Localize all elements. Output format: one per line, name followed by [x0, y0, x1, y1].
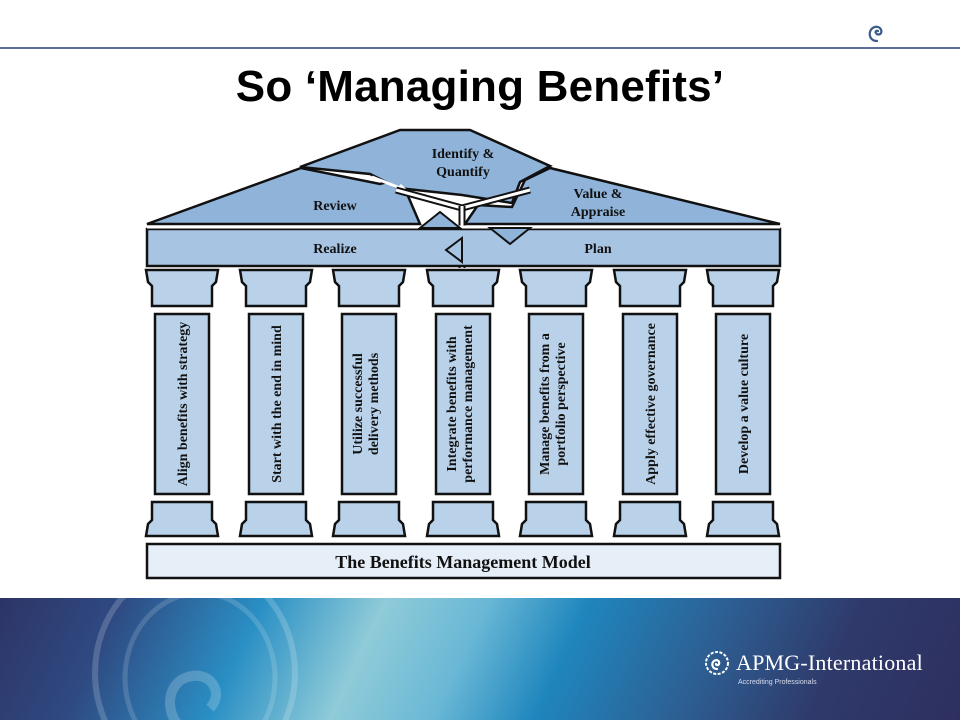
- base-plinth: [145, 542, 782, 580]
- beam: [145, 227, 782, 268]
- pillar-label: performance management: [461, 325, 476, 483]
- roof-label-identify: Identify &: [432, 147, 495, 162]
- brand-tagline: Accrediting Professionals: [738, 679, 817, 686]
- roof-label-value: Value &: [574, 187, 623, 202]
- pillar-label: Integrate benefits with: [445, 336, 460, 472]
- roof-label-appraise: Appraise: [571, 205, 625, 220]
- roof-label-quantify: Quantify: [436, 165, 490, 180]
- pillar-label: Manage benefits from a: [538, 333, 553, 475]
- pillar: Align benefits with strategy: [144, 268, 220, 538]
- apmg-brand: APMG-International: [704, 650, 923, 676]
- brand-name: APMG-International: [736, 650, 923, 675]
- apmg-swirl-icon: [868, 25, 883, 43]
- pillar: Start with the end in mind: [238, 268, 314, 538]
- roof-label-review: Review: [313, 199, 357, 214]
- decorative-swirl-icon: [92, 598, 298, 720]
- pillar-label: Align benefits with strategy: [176, 322, 191, 487]
- pillar-label: Start with the end in mind: [270, 325, 285, 483]
- footer-banner: [0, 598, 960, 720]
- beam-label-plan: Plan: [584, 242, 611, 257]
- header-divider: [0, 47, 960, 49]
- pillar-label: Develop a value culture: [737, 334, 752, 474]
- base-label: The Benefits Management Model: [335, 552, 590, 572]
- pillar-label: portfolio perspective: [554, 342, 569, 465]
- pillar: Apply effective governance: [612, 268, 688, 538]
- slide-title: So ‘Managing Benefits’: [235, 62, 725, 111]
- pillar-label: Apply effective governance: [644, 323, 659, 485]
- pillar-label: Utilize successful: [351, 353, 366, 455]
- pillar: Develop a value culture: [705, 268, 781, 538]
- apmg-swirl-icon: [705, 651, 729, 675]
- pillar-label: delivery methods: [367, 352, 382, 455]
- beam-label-realize: Realize: [313, 242, 357, 257]
